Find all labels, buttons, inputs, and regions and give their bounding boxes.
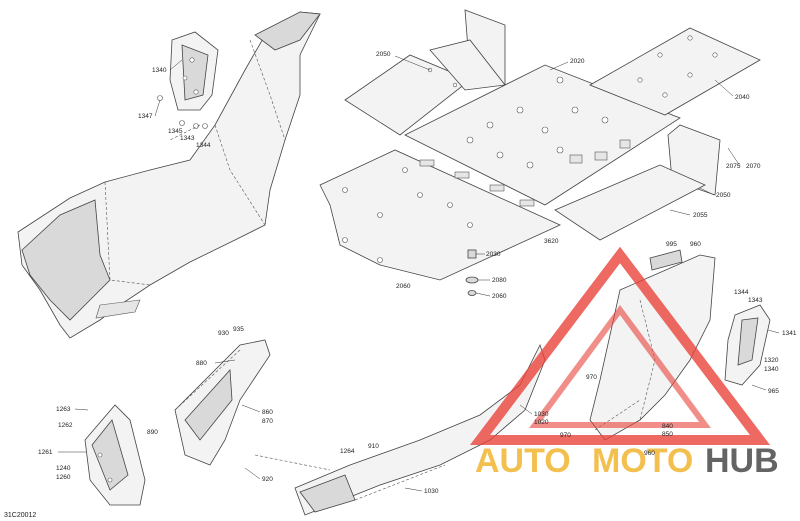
callout-880: 880 [196, 360, 207, 367]
callout-1030-lower: 1030 [424, 488, 439, 495]
watermark-word-auto: AUTO [475, 442, 571, 480]
leader-lines [58, 55, 780, 492]
lower-left-bracket [84, 404, 146, 506]
watermark-word-hub: HUB [705, 442, 779, 480]
callout-995: 995 [666, 241, 677, 248]
fastener-group-upper-left [157, 95, 208, 129]
callout-3620: 3620 [544, 238, 559, 245]
callout-1262: 1262 [58, 422, 73, 429]
callout-1264: 1264 [340, 448, 355, 455]
lower-rocker-panel-1030 [294, 343, 546, 516]
callout-960-upper: 960 [690, 241, 701, 248]
callout-1344-right: 1344 [734, 289, 749, 296]
callout-labels: 1340 1347 1345 1343 1344 2050 2020 2040 … [4, 51, 797, 519]
watermark-word-moto: MOTO [592, 442, 693, 480]
callout-1343: 1343 [180, 135, 195, 142]
right-side-bracket [724, 304, 771, 386]
front-floor-panel-2040 [589, 27, 761, 116]
callout-2070: 2070 [746, 163, 761, 170]
callout-910: 910 [368, 443, 379, 450]
callout-1261: 1261 [38, 449, 53, 456]
callout-935: 935 [233, 326, 244, 333]
callout-1345: 1345 [168, 128, 183, 135]
center-fastener-stack [465, 249, 479, 296]
callout-1341: 1341 [782, 330, 797, 337]
callout-1340-right: 1340 [764, 366, 779, 373]
callout-1344: 1344 [196, 142, 211, 149]
front-fender-panel [17, 11, 321, 339]
diagram-reference-code: 31C20012 [4, 512, 36, 519]
callout-2055: 2055 [693, 212, 708, 219]
watermark-logo: AUTO MOTO HUB [469, 246, 779, 480]
callout-2050-right: 2050 [716, 192, 731, 199]
callout-2060-center: 2060 [492, 293, 507, 300]
callout-2020: 2020 [570, 58, 585, 65]
callout-965: 965 [768, 388, 779, 395]
callout-1343-right: 1343 [748, 297, 763, 304]
callout-960-lower: 960 [644, 450, 655, 457]
callout-2060-left: 2060 [396, 283, 411, 290]
callout-2080: 2080 [492, 277, 507, 284]
callout-2040: 2040 [735, 94, 750, 101]
callout-860: 860 [262, 409, 273, 416]
callout-930: 930 [218, 330, 229, 337]
callout-1240: 1240 [56, 465, 71, 472]
callout-2075: 2075 [726, 163, 741, 170]
side-floor-panel-2050-right [554, 164, 706, 241]
callout-1260: 1260 [56, 474, 71, 481]
callout-1030-upper: 1030 [534, 411, 549, 418]
rear-upright-plate [429, 9, 506, 91]
center-side-panel-860 [174, 339, 271, 466]
center-floor-panel-2020 [404, 64, 681, 206]
upper-side-bracket [169, 31, 219, 111]
callout-920: 920 [262, 476, 273, 483]
callout-970-lower: 970 [560, 432, 571, 439]
right-side-frame-panel [589, 249, 716, 441]
callout-870: 870 [262, 418, 273, 425]
callout-840: 840 [662, 423, 673, 430]
callout-1263: 1263 [56, 406, 71, 413]
callout-970-center: 970 [586, 374, 597, 381]
callout-2050-left: 2050 [376, 51, 391, 58]
callout-1340: 1340 [152, 67, 167, 74]
callout-1347: 1347 [138, 113, 153, 120]
assembly-guides [169, 124, 641, 471]
callout-1020: 1020 [534, 419, 549, 426]
callout-890: 890 [147, 429, 158, 436]
rear-floor-panel-2060 [319, 149, 561, 281]
callout-1320: 1320 [764, 357, 779, 364]
callout-850: 850 [662, 431, 673, 438]
callout-2030: 2030 [486, 251, 501, 258]
